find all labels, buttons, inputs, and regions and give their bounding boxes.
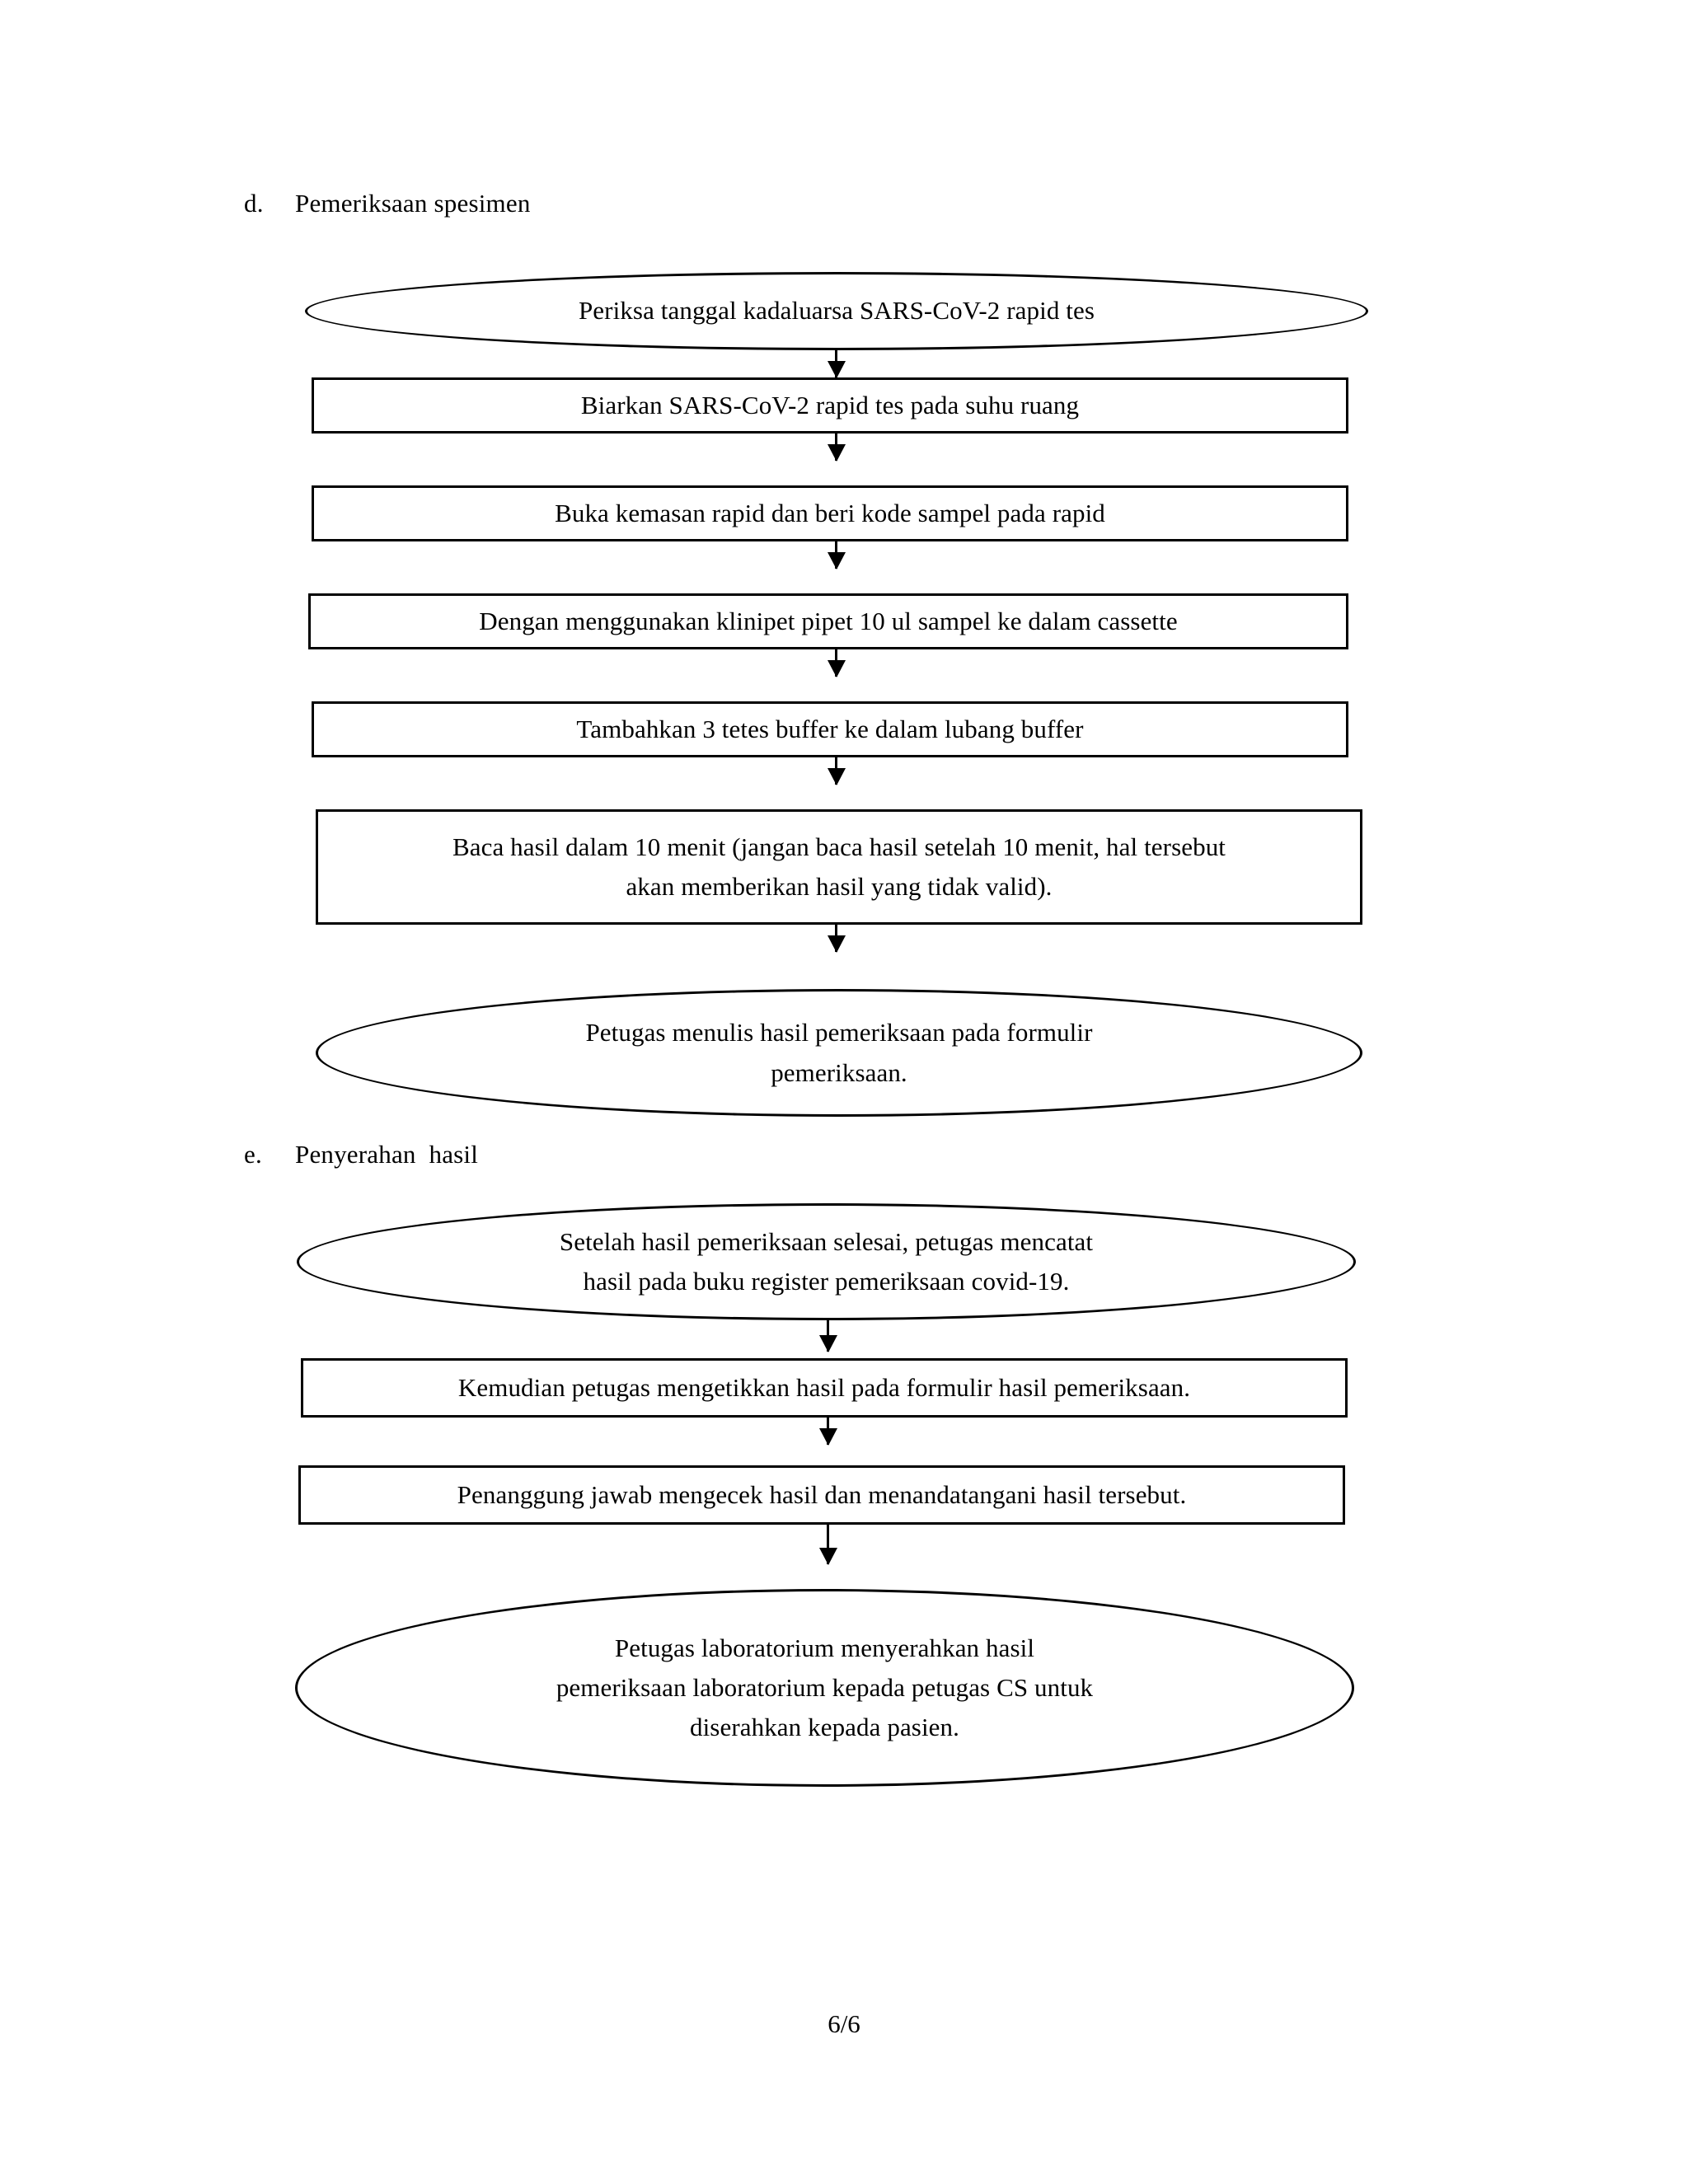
- flow-arrow-down: [835, 541, 837, 569]
- flow-node-label: Dengan menggunakan klinipet pipet 10 ul …: [479, 606, 1178, 635]
- flow-node-label: Tambahkan 3 tetes buffer ke dalam lubang…: [576, 714, 1084, 743]
- flow-node-terminator-periksa-tanggal: Periksa tanggal kadaluarsa SARS-CoV-2 ra…: [305, 272, 1368, 350]
- flow-node-process-biarkan: Biarkan SARS-CoV-2 rapid tes pada suhu r…: [312, 377, 1348, 434]
- flow-node-process-klinipet: Dengan menggunakan klinipet pipet 10 ul …: [308, 593, 1348, 649]
- flow-arrow-down: [835, 757, 837, 785]
- section-title-e: Penyerahan hasil: [295, 1140, 479, 1169]
- flow-node-label: Petugas laboratorium menyerahkan hasil p…: [556, 1633, 1094, 1742]
- flow-arrow-down: [827, 1525, 829, 1564]
- page-number: 6/6: [828, 2009, 860, 2038]
- section-title-d: Pemeriksaan spesimen: [295, 189, 531, 218]
- flow-arrow-down: [827, 1320, 829, 1352]
- flow-arrow-down: [835, 649, 837, 677]
- flow-node-label: Periksa tanggal kadaluarsa SARS-CoV-2 ra…: [578, 296, 1095, 326]
- section-heading-d: d. Pemeriksaan spesimen: [244, 188, 531, 218]
- flow-node-process-buka-kemasan: Buka kemasan rapid dan beri kode sampel …: [312, 485, 1348, 541]
- flow-arrow-down: [835, 925, 837, 952]
- flow-node-process-kemudian-mengetikkan: Kemudian petugas mengetikkan hasil pada …: [301, 1358, 1348, 1418]
- flow-node-label: Buka kemasan rapid dan beri kode sampel …: [555, 498, 1105, 527]
- flow-arrow-down: [835, 434, 837, 461]
- flow-node-label: Penanggung jawab mengecek hasil dan mena…: [457, 1479, 1187, 1509]
- flow-node-process-baca-hasil: Baca hasil dalam 10 menit (jangan baca h…: [316, 809, 1362, 925]
- section-marker-e: e.: [244, 1140, 262, 1169]
- flow-arrow-down: [827, 1418, 829, 1445]
- flow-node-label: Kemudian petugas mengetikkan hasil pada …: [457, 1372, 1191, 1402]
- flow-node-terminator-petugas-menulis: Petugas menulis hasil pemeriksaan pada f…: [316, 989, 1362, 1117]
- flow-node-terminator-petugas-laboratorium: Petugas laboratorium menyerahkan hasil p…: [295, 1589, 1354, 1787]
- flow-arrow-down: [835, 350, 837, 377]
- flow-node-label: Setelah hasil pemeriksaan selesai, petug…: [559, 1226, 1094, 1296]
- flow-node-label: Baca hasil dalam 10 menit (jangan baca h…: [452, 832, 1226, 901]
- flow-node-process-tambahkan-buffer: Tambahkan 3 tetes buffer ke dalam lubang…: [312, 701, 1348, 757]
- flow-node-terminator-setelah-hasil: Setelah hasil pemeriksaan selesai, petug…: [297, 1203, 1356, 1320]
- flow-node-process-penanggung-jawab: Penanggung jawab mengecek hasil dan mena…: [298, 1465, 1345, 1525]
- section-heading-e: e. Penyerahan hasil: [244, 1139, 478, 1169]
- section-marker-d: d.: [244, 189, 264, 218]
- flow-node-label: Biarkan SARS-CoV-2 rapid tes pada suhu r…: [580, 390, 1080, 419]
- flow-node-label: Petugas menulis hasil pemeriksaan pada f…: [585, 1018, 1093, 1087]
